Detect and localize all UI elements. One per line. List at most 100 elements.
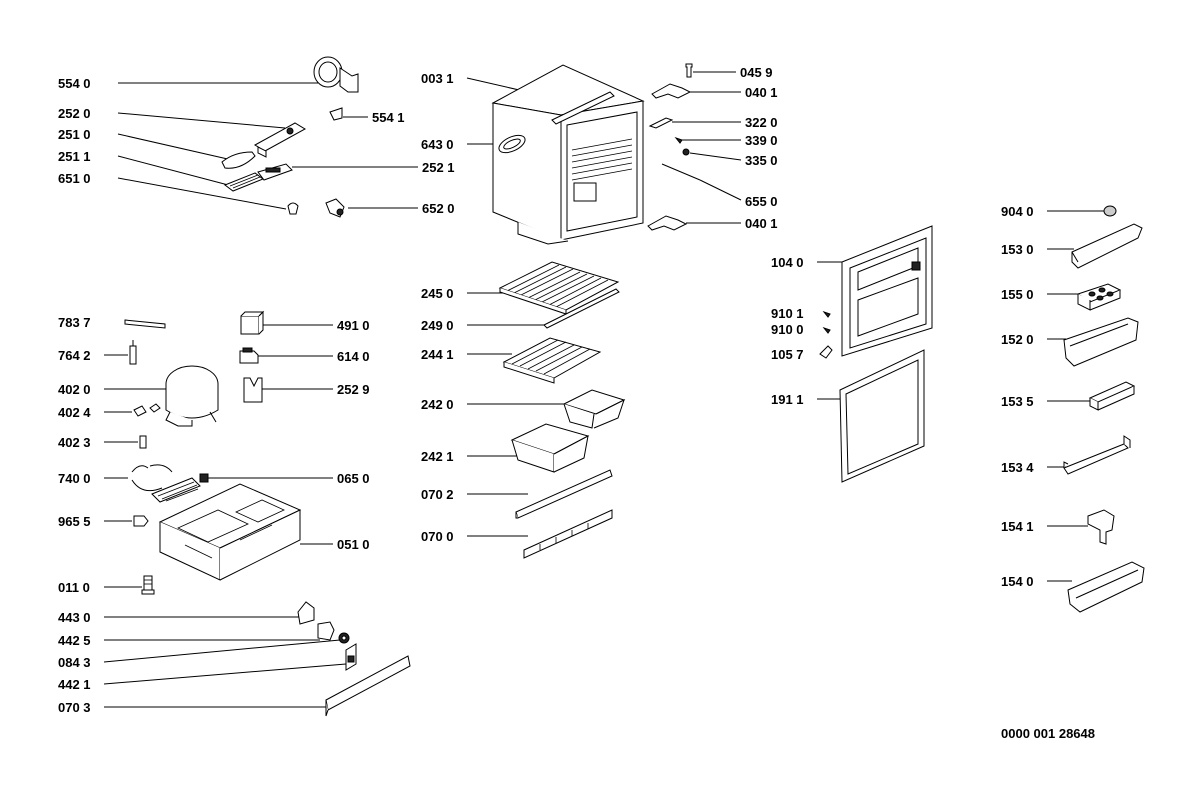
label-764-2: 764 2	[58, 348, 91, 363]
callout-065-0: 065 0	[199, 471, 370, 486]
callout-402-3: 402 3	[58, 435, 147, 450]
callout-051-0: 051 0	[300, 537, 370, 552]
label-402-0: 402 0	[58, 382, 91, 397]
callout-651-0: 651 0	[58, 171, 287, 210]
callout-442-1: 442 1	[58, 643, 357, 692]
callout-251-1: 251 1	[58, 149, 233, 187]
callout-011-0: 011 0	[58, 575, 155, 595]
callout-904-0: 904 0	[1001, 204, 1117, 219]
callout-152-0: 152 0	[1001, 317, 1139, 367]
callout-153-0: 153 0	[1001, 223, 1143, 269]
callout-965-5: 965 5	[58, 514, 149, 529]
callout-105-7: 105 7	[771, 345, 833, 362]
callout-244-1: 244 1	[421, 337, 602, 384]
callout-335-0: 335 0	[682, 148, 778, 168]
label-070-2: 070 2	[421, 487, 454, 502]
label-910-0: 910 0	[771, 322, 804, 337]
label-249-0: 249 0	[421, 318, 454, 333]
label-155-0: 155 0	[1001, 287, 1034, 302]
callout-322-0: 322 0	[648, 115, 778, 130]
label-153-5: 153 5	[1001, 394, 1034, 409]
label-491-0: 491 0	[337, 318, 370, 333]
callout-740-0: 740 0	[58, 471, 128, 486]
label-443-0: 443 0	[58, 610, 91, 625]
part-door	[841, 225, 933, 357]
callout-252-0: 252 0	[58, 106, 286, 129]
callout-442-5: 442 5	[58, 621, 335, 648]
label-910-1: 910 1	[771, 306, 804, 321]
callout-070-0: 070 0	[421, 509, 613, 559]
label-242-1: 242 1	[421, 449, 454, 464]
part-bulb	[287, 202, 299, 215]
document-id: 0000 001 28648	[1001, 726, 1095, 741]
callout-443-0: 443 0	[58, 601, 315, 625]
callout-245-0: 245 0	[421, 286, 508, 301]
callout-154-0: 154 0	[1001, 561, 1145, 613]
label-045-9: 045 9	[740, 65, 773, 80]
label-339-0: 339 0	[745, 133, 778, 148]
callout-153-4: 153 4	[1001, 435, 1131, 475]
callout-910-0: 910 0	[771, 322, 831, 337]
label-070-3: 070 3	[58, 700, 91, 715]
part-wire-shelf	[498, 261, 620, 315]
label-051-0: 051 0	[337, 537, 370, 552]
label-003-1: 003 1	[421, 71, 454, 86]
label-655-0: 655 0	[745, 194, 778, 209]
label-011-0: 011 0	[58, 580, 90, 595]
part-lamp-grid	[223, 172, 265, 192]
part-lamp-cover	[221, 151, 256, 169]
part-cabinet	[491, 64, 645, 245]
callout-154-1: 154 1	[1001, 509, 1115, 545]
label-105-7: 105 7	[771, 347, 804, 362]
callout-252-9: 252 9	[243, 377, 370, 403]
label-153-4: 153 4	[1001, 460, 1034, 475]
label-965-5: 965 5	[58, 514, 91, 529]
label-251-0: 251 0	[58, 127, 91, 142]
callout-402-0: 402 0	[58, 382, 168, 397]
callout-554-1: 554 1	[343, 110, 405, 125]
callout-249-0: 249 0	[421, 288, 620, 333]
part-switch-652-0	[325, 198, 345, 218]
label-335-0: 335 0	[745, 153, 778, 168]
part-thermostat-housing	[253, 122, 307, 158]
label-322-0: 322 0	[745, 115, 778, 130]
label-065-0: 065 0	[337, 471, 370, 486]
label-154-0: 154 0	[1001, 574, 1034, 589]
callout-155-0: 155 0	[1001, 283, 1122, 311]
part-door-gasket	[839, 349, 925, 483]
label-252-9: 252 9	[337, 382, 370, 397]
label-643-0: 643 0	[421, 137, 454, 152]
label-442-5: 442 5	[58, 633, 91, 648]
part-clip-554-1	[329, 107, 343, 121]
part-compressor	[165, 365, 219, 427]
callout-070-2: 070 2	[421, 469, 613, 519]
callout-084-3: 084 3	[58, 632, 350, 670]
callout-252-1: 252 1	[292, 160, 455, 175]
label-245-0: 245 0	[421, 286, 454, 301]
label-652-0: 652 0	[422, 201, 455, 216]
label-904-0: 904 0	[1001, 204, 1034, 219]
label-040-1-bottom: 040 1	[745, 216, 778, 231]
label-252-0: 252 0	[58, 106, 91, 121]
label-251-1: 251 1	[58, 149, 91, 164]
label-783-7: 783 7	[58, 315, 91, 330]
callout-104-0: 104 0	[771, 255, 848, 270]
callout-655-0: 655 0	[661, 163, 778, 209]
part-base-tray	[158, 483, 302, 581]
label-554-0: 554 0	[58, 76, 91, 91]
callout-153-5: 153 5	[1001, 381, 1136, 411]
callout-251-0: 251 0	[58, 127, 233, 161]
label-084-3: 084 3	[58, 655, 91, 670]
part-lamp-holder-252-1	[257, 163, 293, 181]
label-070-0: 070 0	[421, 529, 454, 544]
part-condenser-coil	[131, 464, 201, 503]
callout-242-1: 242 1	[421, 423, 590, 473]
label-402-4: 402 4	[58, 405, 91, 420]
label-402-3: 402 3	[58, 435, 91, 450]
label-153-0: 153 0	[1001, 242, 1034, 257]
callout-402-4: 402 4	[58, 403, 161, 420]
callout-910-1: 910 1	[771, 306, 831, 321]
label-651-0: 651 0	[58, 171, 91, 186]
callout-242-0: 242 0	[421, 389, 626, 429]
